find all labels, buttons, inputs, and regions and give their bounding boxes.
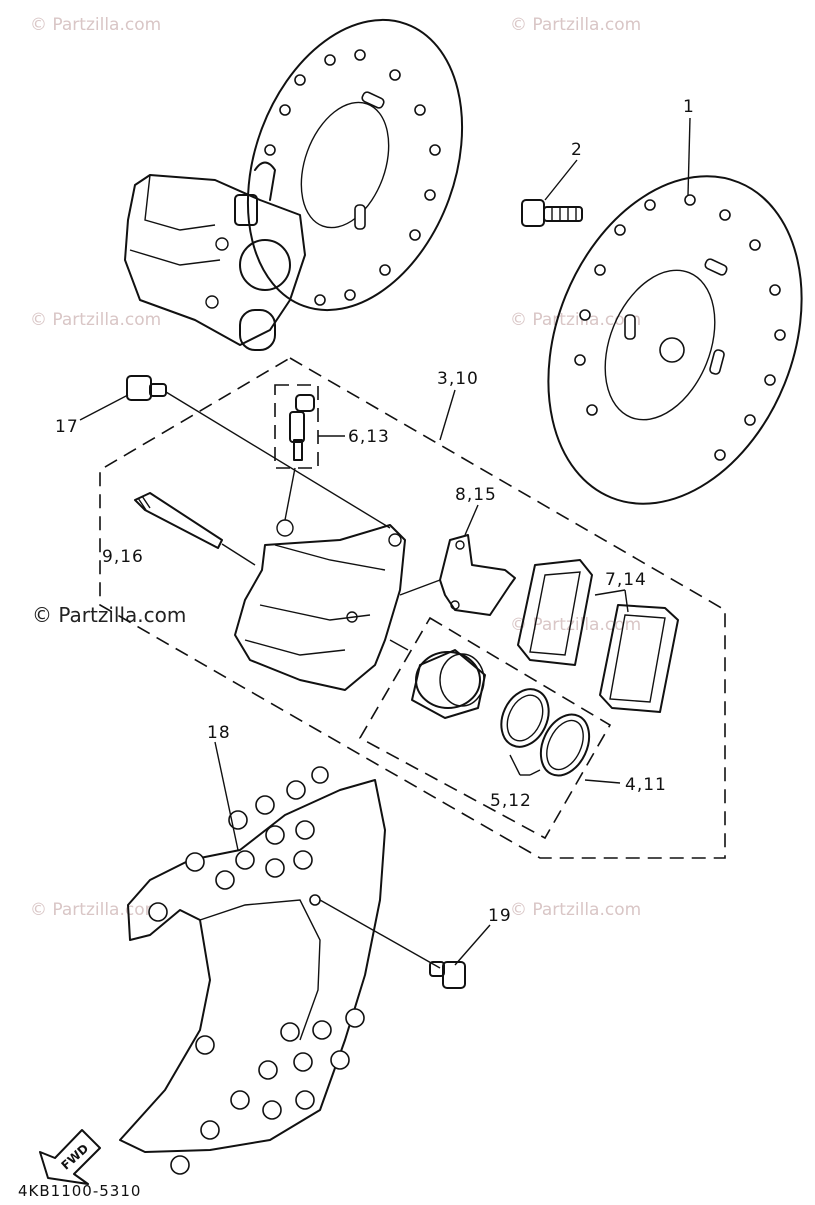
watermark-low-right: © Partzilla.com — [510, 900, 641, 920]
callout-9-16: 9,16 — [102, 547, 144, 567]
part-1-brake-disc: 1 — [547, 97, 803, 505]
callout-5-12: 5,12 — [490, 791, 532, 811]
part-18-disc-guard: 18 — [119, 723, 386, 1175]
watermark-main: © Partzilla.com — [32, 603, 186, 627]
part-17-bolt: 17 — [55, 375, 391, 529]
caliper-body — [234, 519, 441, 691]
callout-2: 2 — [571, 140, 583, 160]
part-6-13-bleed-screw: 6,13 — [274, 384, 390, 521]
callout-1: 1 — [683, 97, 695, 117]
callout-19: 19 — [488, 906, 512, 926]
assembled-brake-disc — [246, 18, 464, 312]
callout-3-10: 3,10 — [437, 369, 479, 389]
watermark-mid-left: © Partzilla.com — [30, 310, 161, 330]
callout-4-11: 4,11 — [625, 775, 667, 795]
callout-8-15: 8,15 — [455, 485, 497, 505]
watermark-top-right: © Partzilla.com — [510, 15, 641, 35]
callout-6-13: 6,13 — [348, 427, 390, 447]
fwd-arrow-icon: FWD — [39, 1129, 101, 1185]
fwd-label: FWD — [59, 1141, 92, 1172]
caliper-assembly-group: 3,10 — [99, 357, 726, 859]
part-4-11-seal-kit: 5,12 4,11 — [358, 616, 667, 840]
callout-18: 18 — [207, 723, 231, 743]
assembled-caliper — [124, 161, 306, 351]
watermarks: © Partzilla.com © Partzilla.com © Partzi… — [30, 15, 641, 920]
watermark-top-left: © Partzilla.com — [30, 15, 161, 35]
part-9-16-pin: 9,16 — [102, 492, 256, 567]
part-19-bolt: 19 — [319, 899, 512, 989]
part-8-15-pad-spring: 8,15 — [439, 485, 516, 616]
part-2-bolt: 2 — [521, 140, 583, 227]
part-7-14-brake-pads: 7,14 — [517, 559, 679, 713]
watermark-low-left: © Partzilla.com — [30, 900, 161, 920]
callout-7-14: 7,14 — [605, 570, 647, 590]
callout-17: 17 — [55, 417, 79, 437]
watermark-center-right: © Partzilla.com — [510, 615, 641, 635]
diagram-code: 4KB1100-5310 — [18, 1182, 141, 1200]
watermark-mid-right: © Partzilla.com — [510, 310, 641, 330]
